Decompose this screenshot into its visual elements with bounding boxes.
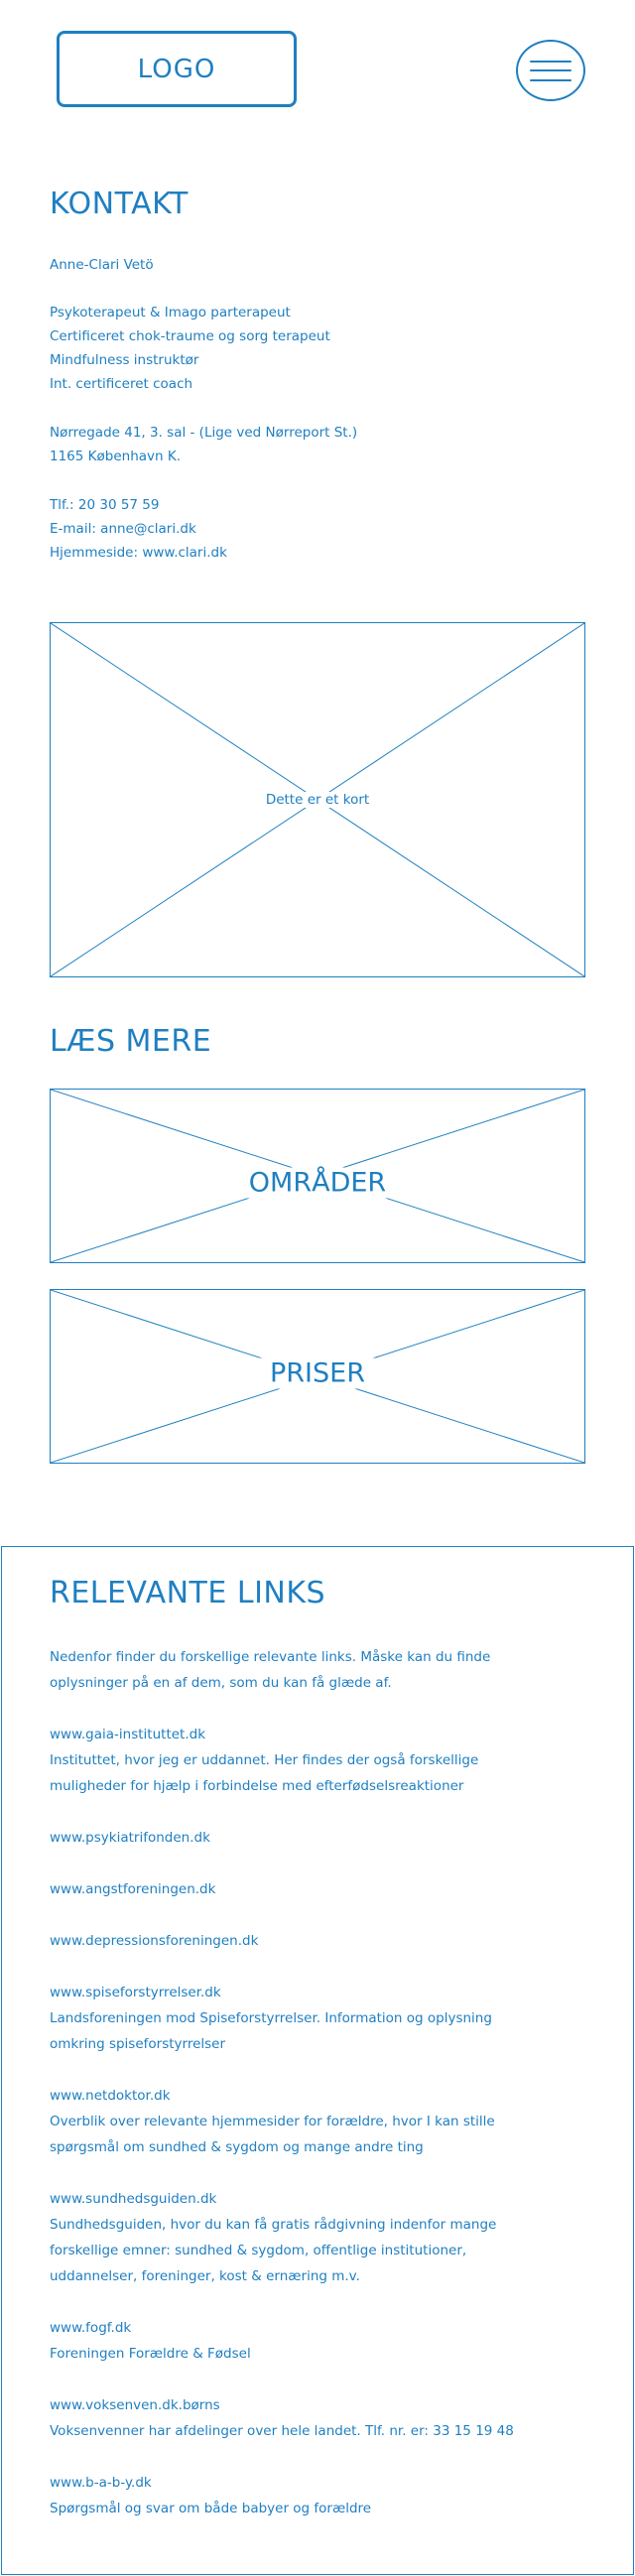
link-desc: muligheder for hjælp i forbindelse med e… <box>50 1778 464 1794</box>
card-label: PRISER <box>51 1357 584 1389</box>
read-more-heading: LÆS MERE <box>50 1024 212 1059</box>
relevant-links-section <box>1 1546 634 2575</box>
address-line: Nørregade 41, 3. sal - (Lige ved Nørrepo… <box>50 425 358 441</box>
card-priser[interactable]: PRISER <box>50 1289 585 1464</box>
map-placeholder[interactable]: Dette er et kort <box>50 622 585 977</box>
contact-heading: KONTAKT <box>50 187 189 221</box>
link-desc: Spørgsmål og svar om både babyer og foræ… <box>50 2501 372 2516</box>
link-url[interactable]: www.sundhedsguiden.dk <box>50 2191 217 2207</box>
link-item: www.spiseforstyrrelser.dk Landsforeninge… <box>50 1980 585 2057</box>
link-url[interactable]: www.psykiatrifonden.dk <box>50 1830 210 1846</box>
contact-website[interactable]: Hjemmeside: www.clari.dk <box>50 545 227 561</box>
link-url[interactable]: www.fogf.dk <box>50 2320 132 2336</box>
address-line: 1165 København K. <box>50 449 182 464</box>
card-omraader[interactable]: OMRÅDER <box>50 1089 585 1263</box>
link-desc: forskellige emner: sundhed & sygdom, off… <box>50 2243 467 2258</box>
menu-line <box>530 79 572 81</box>
link-item: www.fogf.dk Foreningen Forældre & Fødsel <box>50 2315 585 2367</box>
contact-title-line: Int. certificeret coach <box>50 376 193 392</box>
map-label: Dette er et kort <box>51 792 584 808</box>
contact-title-line: Mindfulness instruktør <box>50 352 199 368</box>
link-item: www.netdoktor.dk Overblik over relevante… <box>50 2083 585 2160</box>
link-item: www.psykiatrifonden.dk <box>50 1825 585 1851</box>
links-heading: RELEVANTE LINKS <box>50 1576 326 1610</box>
contact-email[interactable]: E-mail: anne@clari.dk <box>50 521 196 537</box>
link-desc: Overblik over relevante hjemmesider for … <box>50 2114 495 2129</box>
link-url[interactable]: www.netdoktor.dk <box>50 2088 171 2104</box>
link-desc: omkring spiseforstyrrelser <box>50 2036 226 2052</box>
link-url[interactable]: www.b-a-b-y.dk <box>50 2475 152 2491</box>
link-desc: spørgsmål om sundhed & sygdom og mange a… <box>50 2139 424 2155</box>
menu-line <box>530 61 572 63</box>
link-url[interactable]: www.spiseforstyrrelser.dk <box>50 1985 221 2000</box>
link-desc: Instituttet, hvor jeg er uddannet. Her f… <box>50 1752 479 1768</box>
contact-phone[interactable]: Tlf.: 20 30 57 59 <box>50 497 160 513</box>
link-item: www.angstforeningen.dk <box>50 1876 585 1902</box>
link-item: www.gaia-instituttet.dk Instituttet, hvo… <box>50 1722 585 1799</box>
link-desc: Landsforeningen mod Spiseforstyrrelser. … <box>50 2010 492 2026</box>
link-item: www.voksenven.dk.børns Voksenvenner har … <box>50 2392 585 2444</box>
contact-title-line: Certificeret chok-traume og sorg terapeu… <box>50 328 330 344</box>
link-item: www.b-a-b-y.dk Spørgsmål og svar om både… <box>50 2470 585 2521</box>
contact-address: Nørregade 41, 3. sal - (Lige ved Nørrepo… <box>50 421 357 468</box>
link-desc: Foreningen Forældre & Fødsel <box>50 2346 251 2362</box>
menu-line <box>530 69 572 71</box>
logo[interactable]: LOGO <box>57 31 297 107</box>
link-item: www.sundhedsguiden.dk Sundhedsguiden, hv… <box>50 2186 585 2289</box>
link-desc: Voksenvenner har afdelinger over hele la… <box>50 2423 514 2439</box>
link-desc: Sundhedsguiden, hvor du kan få gratis rå… <box>50 2217 497 2233</box>
link-url[interactable]: www.voksenven.dk.børns <box>50 2397 220 2413</box>
contact-titles: Psykoterapeut & Imago parterapeut Certif… <box>50 301 330 396</box>
link-item: www.depressionsforeningen.dk <box>50 1928 585 1954</box>
contact-title-line: Psykoterapeut & Imago parterapeut <box>50 305 291 321</box>
card-label: OMRÅDER <box>51 1167 584 1199</box>
link-desc: uddannelser, foreninger, kost & ernæring… <box>50 2268 360 2284</box>
contact-details: Tlf.: 20 30 57 59 E-mail: anne@clari.dk … <box>50 493 227 565</box>
link-url[interactable]: www.depressionsforeningen.dk <box>50 1933 259 1949</box>
links-intro: Nedenfor finder du forskellige relevante… <box>50 1649 491 1691</box>
link-url[interactable]: www.angstforeningen.dk <box>50 1881 216 1897</box>
hamburger-menu-button[interactable] <box>516 40 585 101</box>
contact-name: Anne-Clari Vetö <box>50 257 154 273</box>
link-url[interactable]: www.gaia-instituttet.dk <box>50 1727 206 1742</box>
